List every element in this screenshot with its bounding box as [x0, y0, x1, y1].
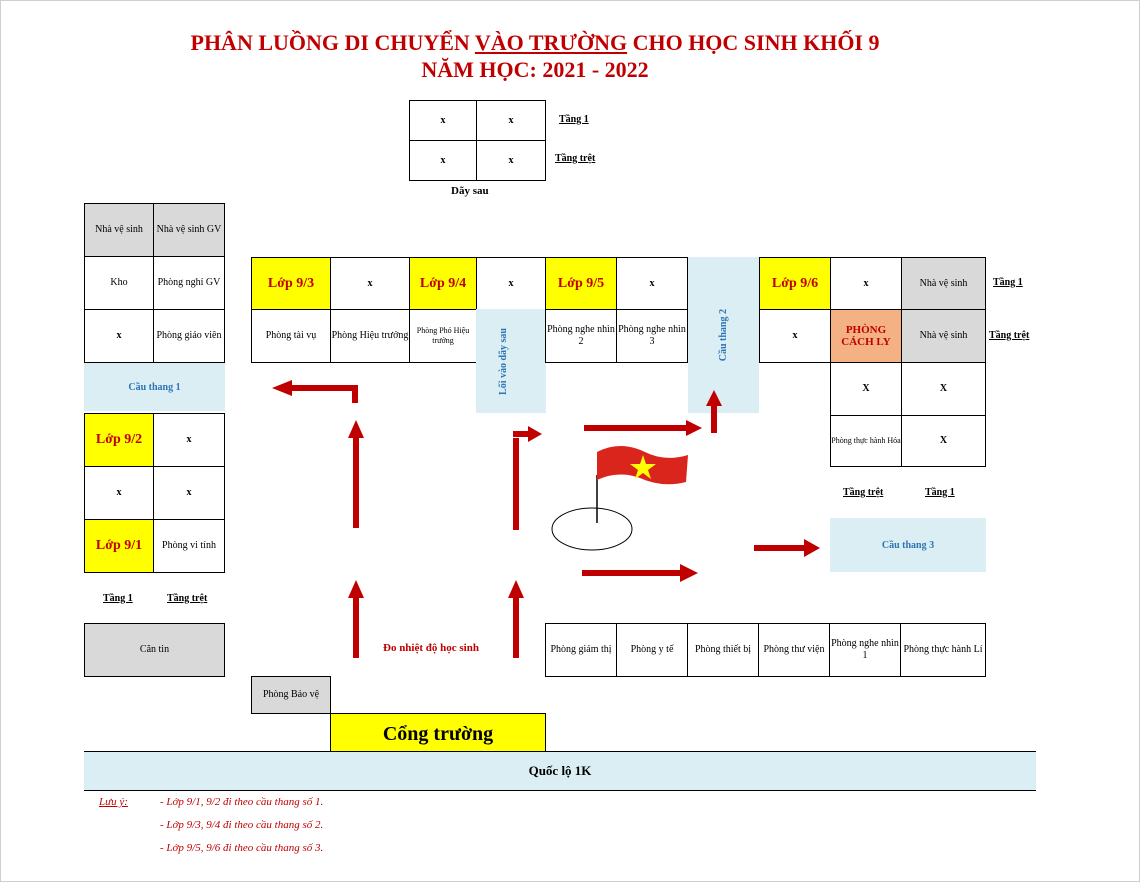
right-floor1b-label: Tầng 1 [925, 487, 955, 498]
library-room: Phòng thư viện [758, 623, 830, 677]
class-9-2: Lớp 9/2 [84, 413, 154, 467]
arrow-mid-up-turn [513, 426, 542, 530]
class-9-4: Lớp 9/4 [409, 257, 477, 310]
left-cell-x1: x [84, 309, 154, 363]
medical-room: Phòng y tế [616, 623, 688, 677]
left-cell-x3: x [84, 466, 154, 520]
note-line-1: - Lớp 9/1, 9/2 đi theo cầu thang số 1. [160, 796, 324, 808]
left-floor1-label: Tầng 1 [103, 593, 133, 604]
class-9-3: Lớp 9/3 [251, 257, 331, 310]
stair-1: Cầu thang 1 [84, 363, 225, 411]
back-building-name: Dãy sau [451, 185, 489, 197]
road-label: Quốc lộ 1K [528, 763, 592, 778]
arrow-to-stair-3 [754, 539, 820, 557]
vice-principal-room: Phòng Phó Hiệu trưởng [409, 309, 477, 363]
arrow-left-up-upper [348, 420, 364, 528]
school-gate: Cổng trường [330, 713, 546, 753]
arrow-left-up-lower [348, 580, 364, 658]
storage-room: Kho [84, 256, 154, 310]
arrow-up-stair-2 [706, 390, 722, 433]
note-line-3: - Lớp 9/5, 9/6 đi theo cầu thang số 3. [160, 842, 324, 854]
mid-cell-x1: x [330, 257, 410, 310]
proctor-room: Phòng giám thị [545, 623, 617, 677]
wc-right-1: Nhà vệ sinh [901, 257, 986, 310]
flagpole-base [551, 507, 633, 551]
left-cell-x2: x [153, 413, 225, 467]
page-title: PHÂN LUỒNG DI CHUYỂN VÀO TRƯỜNG CHO HỌC … [0, 30, 1070, 56]
note-line-2: - Lớp 9/3, 9/4 đi theo cầu thang số 2. [160, 819, 324, 831]
right-ground2-label: Tầng trệt [843, 487, 884, 498]
title-prefix: PHÂN LUỒNG DI CHUYỂN [190, 30, 475, 55]
right-ground-label: Tầng trệt [989, 330, 1030, 341]
left-cell-x4: x [153, 466, 225, 520]
school-year: NĂM HỌC: 2021 - 2022 [421, 57, 649, 82]
back-floor1-label: Tầng 1 [559, 114, 589, 125]
back-entry: Lối vào dãy sau [476, 309, 546, 413]
temperature-check-label: Đo nhiệt độ học sinh [383, 642, 479, 654]
arrow-lower-right [582, 564, 698, 582]
right-cell-x3: X [830, 362, 902, 416]
right-cell-x5: X [901, 415, 986, 467]
listening-room-1: Phòng nghe nhìn 1 [829, 623, 901, 677]
guard-room: Phòng Bảo vệ [251, 676, 331, 714]
listening-room-3: Phòng nghe nhìn 3 [616, 309, 688, 363]
arrow-to-stair-2 [584, 420, 702, 436]
finance-room: Phòng tài vụ [251, 309, 331, 363]
arrow-mid-up-lower [508, 580, 524, 658]
class-9-6: Lớp 9/6 [759, 257, 831, 310]
stair-2: Cầu thang 2 [688, 257, 759, 413]
physics-lab: Phòng thực hành Lí [900, 623, 986, 677]
road: Quốc lộ 1K [84, 751, 1036, 791]
computer-room: Phòng vi tính [153, 519, 225, 573]
mid-cell-x2: x [476, 257, 546, 310]
class-9-1: Lớp 9/1 [84, 519, 154, 573]
right-cell-x1: x [830, 257, 902, 310]
arrow-left-turn [272, 380, 358, 403]
isolation-room: PHÒNG CÁCH LY [830, 309, 902, 363]
back-cell-1: x [409, 100, 477, 141]
teacher-room: Phòng giáo viên [153, 309, 225, 363]
mid-cell-x3: x [616, 257, 688, 310]
right-floor1-label: Tầng 1 [993, 277, 1023, 288]
title-suffix: CHO HỌC SINH KHỐI 9 [627, 30, 880, 55]
wc-teacher: Nhà vệ sinh GV [153, 203, 225, 257]
back-cell-4: x [476, 140, 546, 181]
title-underlined: VÀO TRƯỜNG [474, 30, 628, 55]
stair-3: Cầu thang 3 [830, 518, 986, 572]
back-ground-label: Tầng trệt [555, 153, 596, 164]
left-ground-label: Tầng trệt [167, 593, 208, 604]
chemistry-lab: Phòng thực hành Hóa [830, 415, 902, 467]
notes-label: Lưu ý: [99, 796, 128, 808]
flow-arrows [272, 380, 820, 658]
star-icon [630, 455, 656, 479]
canteen: Căn tin [84, 623, 225, 677]
